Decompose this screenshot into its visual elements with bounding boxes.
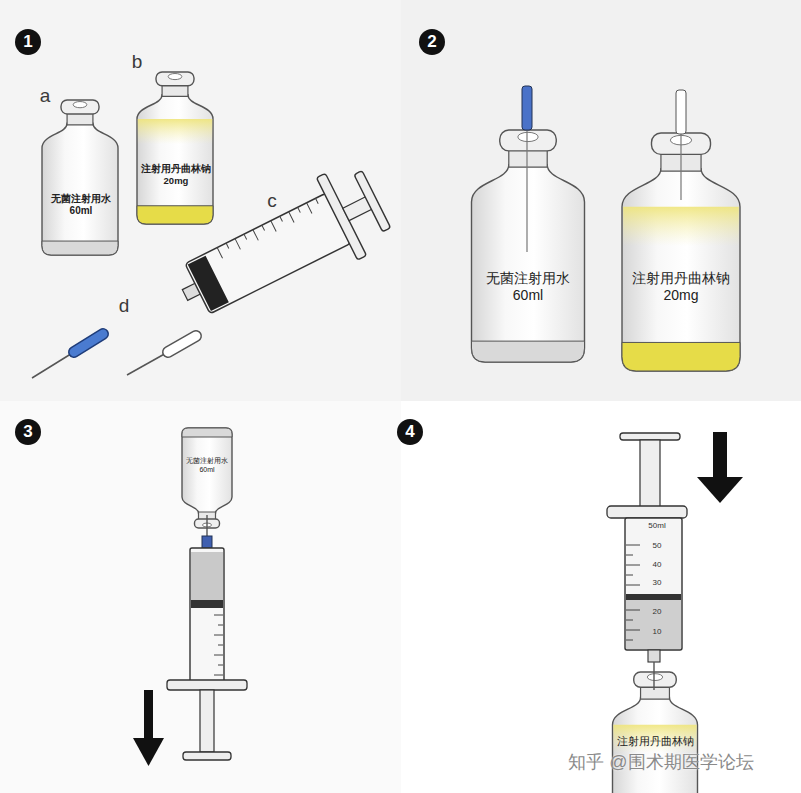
syringe-rubber: [626, 594, 681, 600]
scale-number: 50ml: [648, 521, 665, 530]
plunger-rod: [640, 440, 660, 508]
scale-number: 30: [653, 578, 662, 587]
syringe-barrel: [190, 548, 224, 682]
step-number: 1: [15, 29, 41, 55]
plunger-thumb: [620, 433, 680, 440]
part-letter: b: [132, 51, 143, 73]
needle: [127, 352, 168, 375]
bottle-label: 无菌注射用水 60ml: [185, 457, 229, 475]
scale-number: 10: [653, 627, 662, 636]
scale-ticks: [626, 545, 640, 640]
watermark: 知乎 @围术期医学论坛: [568, 750, 753, 774]
needle: [680, 130, 681, 200]
step-number: 3: [15, 419, 41, 445]
needle: [526, 128, 527, 252]
scale-number: 20: [653, 607, 662, 616]
needle: [32, 352, 74, 378]
plunger-thumb: [183, 752, 231, 760]
step-number: 2: [419, 29, 445, 55]
needle-hub: [676, 90, 686, 134]
syringe-barrel: [185, 193, 351, 314]
part-letter: a: [40, 85, 51, 107]
down-arrow-shaft: [144, 690, 153, 740]
inverted-water-bottle: [182, 428, 232, 528]
syringe-rubber: [191, 600, 223, 608]
liquid: [626, 600, 681, 649]
part-letter: c: [267, 190, 277, 212]
syringe: [164, 158, 397, 336]
bottle-label-text: 无菌注射用水 60ml: [185, 457, 229, 475]
plunger-rod: [200, 690, 214, 752]
down-arrow-head: [133, 738, 164, 766]
needle: [653, 662, 654, 690]
needle-hub: [74, 334, 103, 352]
step-number: 4: [397, 419, 423, 445]
panel-ground: [401, 0, 801, 401]
water-bottle: [472, 130, 585, 362]
down-arrow-shaft: [713, 432, 727, 479]
bottle-label: 无菌注射用水 60ml: [50, 193, 113, 218]
panel-ground: [0, 401, 401, 793]
bottle-label-text: 注射用丹曲林钠 20mg: [141, 163, 210, 187]
syringe-barrel: [625, 518, 682, 650]
panel-ground: [0, 0, 401, 401]
bottle-label-text: 无菌注射用水 60ml: [484, 270, 572, 305]
needle-hub: [202, 536, 212, 548]
plunger-thumb: [354, 171, 391, 232]
bottle-label: 无菌注射用水 60ml: [484, 270, 572, 305]
syringe-nozzle: [648, 650, 660, 662]
scale-number: 50: [653, 541, 662, 550]
needle-hub-outline: [74, 334, 103, 352]
syringe-flange: [316, 173, 366, 260]
bottle-label: 注射用丹曲林钠 20mg: [630, 270, 732, 305]
syringe-flange: [607, 506, 687, 518]
bottle-label: 注射用丹曲林钠 20mg: [141, 163, 210, 187]
panel-ground: [401, 401, 801, 793]
syringe-flange: [167, 680, 247, 690]
drug-vial: [613, 672, 698, 793]
bottle-label-text: 无菌注射用水 60ml: [50, 193, 113, 218]
bottle-label-text: 注射用丹曲林钠: [617, 735, 694, 748]
syringe-rubber: [188, 256, 229, 311]
needle-hub-outline: [168, 336, 196, 352]
needle-hub: [168, 336, 196, 352]
bottle-label-text: 注射用丹曲林钠 20mg: [630, 270, 732, 305]
part-letter: d: [119, 295, 130, 317]
scale-ticks: [214, 615, 223, 675]
drug-bottle: [137, 72, 213, 224]
down-arrow-head: [697, 477, 743, 503]
needle-hub: [522, 86, 532, 130]
bottle-label: 注射用丹曲林钠: [617, 735, 694, 748]
scale-number: 40: [653, 560, 662, 569]
water-bottle: [42, 100, 118, 255]
liquid: [191, 552, 223, 600]
